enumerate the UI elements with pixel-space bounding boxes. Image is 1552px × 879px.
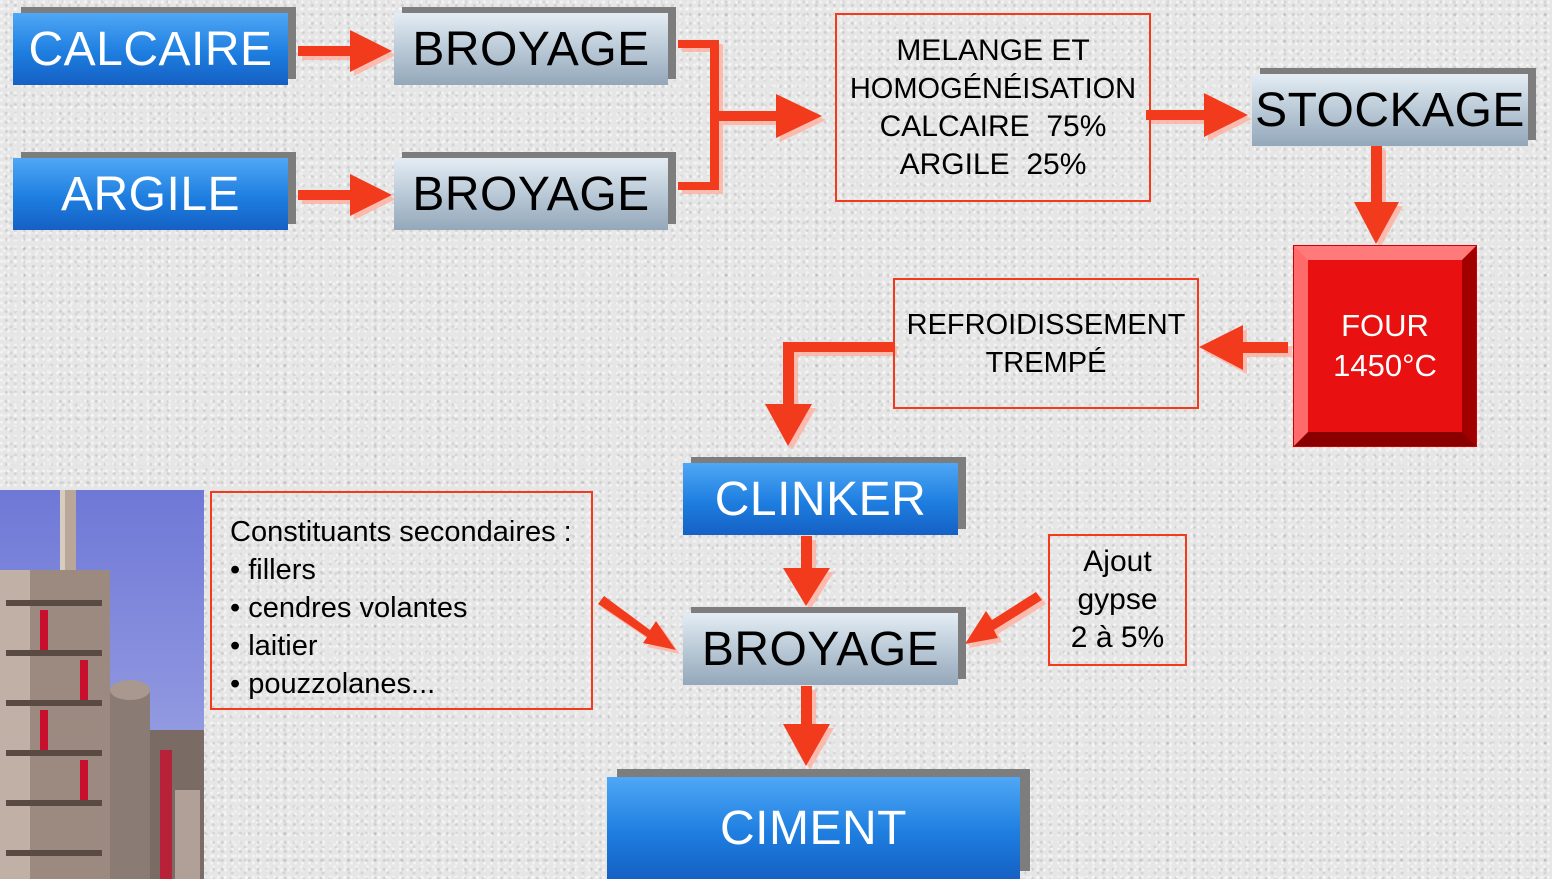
node-broyage-calcaire: BROYAGE <box>394 13 668 85</box>
factory-illustration <box>0 490 204 879</box>
node-constituants-secondaires: Constituants secondaires : • fillers • c… <box>210 491 593 710</box>
four-line-1: FOUR <box>1341 308 1429 343</box>
arrow-calcaire-to-broyage <box>298 30 392 72</box>
node-clinker: CLINKER <box>683 463 958 535</box>
arrow-four-to-refroidissement <box>1199 325 1288 370</box>
refroidissement-line-1: REFROIDISSEMENT <box>906 308 1186 341</box>
refroidissement-line-2: TREMPÉ <box>985 346 1107 379</box>
node-broyage-clinker: BROYAGE <box>683 613 958 685</box>
constituants-item: • fillers <box>230 554 316 586</box>
gypse-line-3: 2 à 5% <box>1070 621 1165 654</box>
node-broyage-calcaire-label: BROYAGE <box>412 22 650 76</box>
melange-line-2: HOMOGÉNÉISATION <box>849 72 1137 105</box>
node-melange-homogeneisation: MELANGE ET HOMOGÉNÉISATION CALCAIRE 75% … <box>835 13 1151 202</box>
constituants-item: • pouzzolanes... <box>230 668 436 700</box>
four-line-2: 1450°C <box>1333 348 1437 383</box>
arrow-argile-to-broyage <box>298 174 392 216</box>
node-broyage-clinker-label: BROYAGE <box>701 622 940 676</box>
constituants-title: Constituants secondaires : <box>230 516 572 548</box>
arrow-stockage-to-four <box>1354 146 1399 244</box>
node-clinker-label: CLINKER <box>714 472 927 526</box>
node-calcaire: CALCAIRE <box>13 13 288 85</box>
gypse-line-1: Ajout <box>1083 545 1152 578</box>
node-broyage-argile-label: BROYAGE <box>412 167 650 221</box>
arrow-refroidissement-to-clinker <box>765 342 893 446</box>
melange-line-4: ARGILE 25% <box>899 147 1087 181</box>
node-ciment-label: CIMENT <box>720 801 907 855</box>
node-refroidissement: REFROIDISSEMENT TREMPÉ <box>893 278 1199 409</box>
melange-line-1: MELANGE ET <box>896 33 1090 67</box>
node-argile-label: ARGILE <box>60 167 241 221</box>
node-stockage-label: STOCKAGE <box>1255 83 1525 137</box>
node-ciment: CIMENT <box>607 777 1020 879</box>
node-broyage-argile: BROYAGE <box>394 158 668 230</box>
node-calcaire-label: CALCAIRE <box>28 22 273 76</box>
arrow-broyages-to-melange <box>678 40 822 190</box>
arrow-clinker-to-broyage <box>783 536 830 606</box>
arrow-gypse-to-broyage <box>965 592 1042 644</box>
arrow-melange-to-stockage <box>1146 93 1248 137</box>
gypse-line-2: gypse <box>1077 583 1158 616</box>
node-argile: ARGILE <box>13 158 288 230</box>
arrow-constituants-to-broyage <box>598 596 676 650</box>
constituants-item: • cendres volantes <box>230 592 468 624</box>
node-four: FOUR 1450°C <box>1294 246 1476 446</box>
arrow-broyage-to-ciment <box>783 686 830 766</box>
cement-factory-photo <box>0 490 204 879</box>
node-stockage: STOCKAGE <box>1252 74 1528 146</box>
melange-line-3: CALCAIRE 75% <box>879 109 1107 143</box>
node-ajout-gypse: Ajout gypse 2 à 5% <box>1048 534 1187 666</box>
constituants-item: • laitier <box>230 630 318 662</box>
